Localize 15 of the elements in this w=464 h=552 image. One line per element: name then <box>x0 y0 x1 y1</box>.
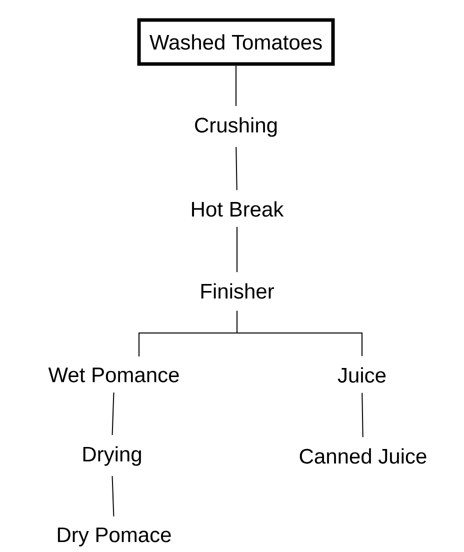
process-box: Washed Tomatoes <box>137 18 335 66</box>
connector-line <box>236 146 238 191</box>
step-label: Hot Break <box>192 201 284 217</box>
step-label: Crushing <box>195 117 277 137</box>
step-label: Canned Juice <box>300 448 426 464</box>
step-label: Dry Pomace <box>58 528 171 546</box>
step-label: Drying <box>83 446 141 466</box>
step-label: Juice <box>338 367 386 383</box>
connector-line <box>236 310 362 357</box>
step-label: Finisher <box>201 283 274 299</box>
step-label: Wet Pomance <box>48 368 179 382</box>
connector-line <box>362 392 364 438</box>
connector-line <box>112 475 114 517</box>
connector-line <box>112 392 114 436</box>
connector-line <box>236 226 238 273</box>
